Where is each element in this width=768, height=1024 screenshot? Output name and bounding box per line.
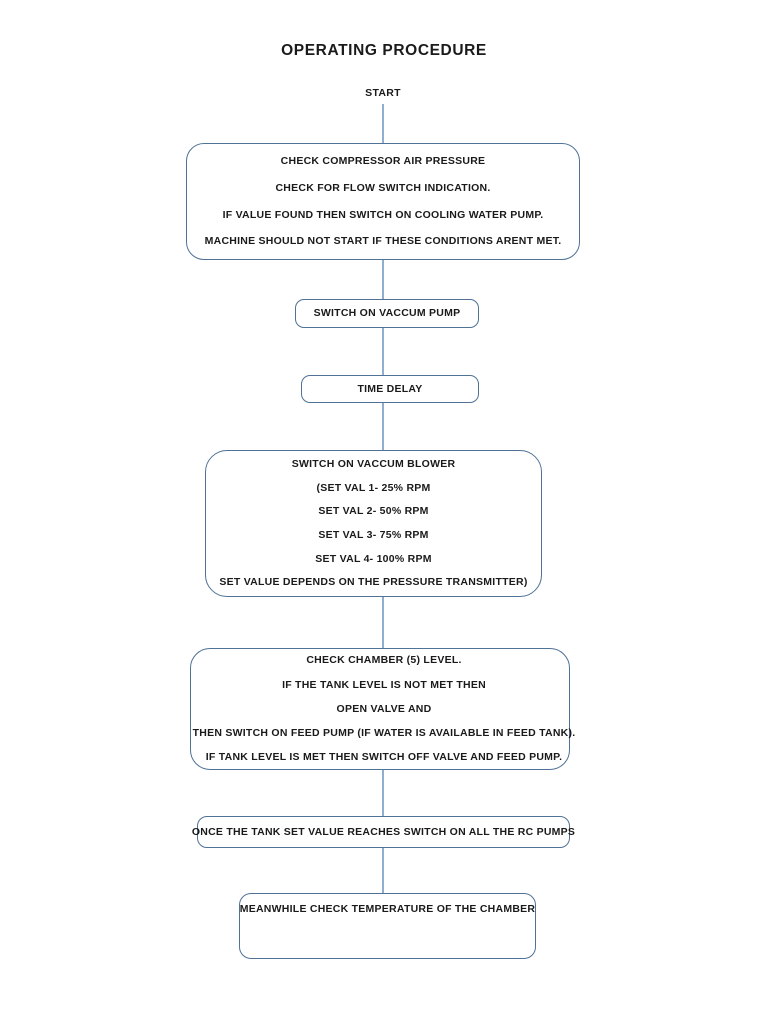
node-chamber-level-line-3: OPEN VALVE AND xyxy=(336,703,432,715)
node-vaccum-blower-line-6: SET VALUE DEPENDS ON THE PRESSURE TRANSM… xyxy=(219,576,528,589)
node-vaccum-blower-line-3: SET VAL 2- 50% RPM xyxy=(318,505,429,518)
node-time-delay[interactable]: TIME DELAY xyxy=(301,375,479,403)
connector-chamber-to-rc-pumps xyxy=(382,769,384,817)
node-vaccum-blower-line-4: SET VAL 3- 75% RPM xyxy=(318,529,429,541)
connector-start-to-precheck xyxy=(382,104,384,144)
connector-rc-pumps-to-temperature xyxy=(382,847,384,894)
node-precheck-line-1: CHECK COMPRESSOR AIR PRESSURE xyxy=(280,155,486,168)
node-rc-pumps-label: ONCE THE TANK SET VALUE REACHES SWITCH O… xyxy=(191,825,576,838)
node-chamber-level-line-2: IF THE TANK LEVEL IS NOT MET THEN xyxy=(282,679,486,691)
node-vaccum-blower-line-1: SWITCH ON VACCUM BLOWER xyxy=(291,458,456,471)
node-chamber-level[interactable] xyxy=(190,648,570,770)
start-label: START xyxy=(365,87,401,99)
node-chamber-level-line-5: IF TANK LEVEL IS MET THEN SWITCH OFF VAL… xyxy=(205,751,563,763)
connector-time-delay-to-blower xyxy=(382,402,384,451)
connector-vaccum-pump-to-time-delay xyxy=(382,327,384,376)
node-chamber-level-line-4: THEN SWITCH ON FEED PUMP (IF WATER IS AV… xyxy=(192,727,576,739)
node-vaccum-blower-line-5: SET VAL 4- 100% RPM xyxy=(315,552,432,565)
node-precheck-line-4: MACHINE SHOULD NOT START IF THESE CONDIT… xyxy=(204,235,562,248)
connector-precheck-to-vaccum-pump xyxy=(382,259,384,300)
node-rc-pumps[interactable]: ONCE THE TANK SET VALUE REACHES SWITCH O… xyxy=(192,816,575,848)
node-time-delay-label: TIME DELAY xyxy=(357,382,423,395)
node-vaccum-pump-label: SWITCH ON VACCUM PUMP xyxy=(313,307,461,320)
page-title: OPERATING PROCEDURE xyxy=(281,42,487,59)
node-precheck-line-2: CHECK FOR FLOW SWITCH INDICATION. xyxy=(275,181,491,194)
node-vaccum-blower[interactable]: SWITCH ON VACCUM BLOWER (SET VAL 1- 25% … xyxy=(205,450,542,597)
node-precheck[interactable]: CHECK COMPRESSOR AIR PRESSURE CHECK FOR … xyxy=(186,143,580,260)
node-chamber-temperature-label: MEANWHILE CHECK TEMPERATURE OF THE CHAMB… xyxy=(239,903,536,915)
node-vaccum-pump[interactable]: SWITCH ON VACCUM PUMP xyxy=(295,299,479,328)
node-chamber-temperature[interactable]: MEANWHILE CHECK TEMPERATURE OF THE CHAMB… xyxy=(239,893,536,959)
connector-blower-to-chamber xyxy=(382,596,384,649)
node-chamber-level-line-1: CHECK CHAMBER (5) LEVEL. xyxy=(306,654,462,666)
node-vaccum-blower-line-2: (SET VAL 1- 25% RPM xyxy=(316,481,431,494)
node-precheck-line-3: IF VALUE FOUND THEN SWITCH ON COOLING WA… xyxy=(222,208,544,221)
